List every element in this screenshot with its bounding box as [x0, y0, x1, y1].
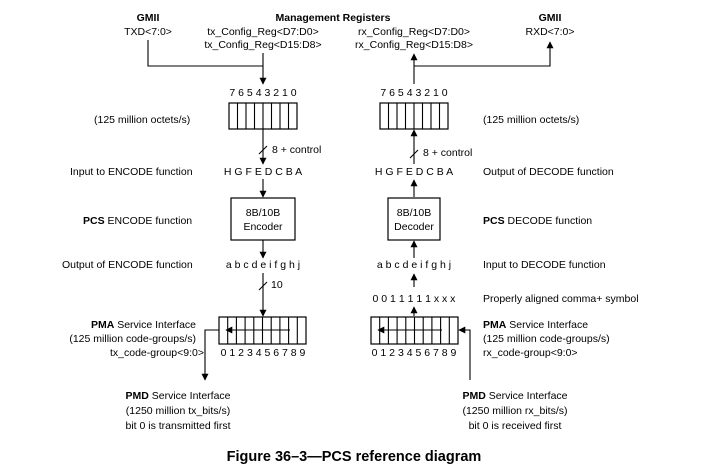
- tx-pmd-output-arrow: [201, 329, 219, 381]
- management-registers-title: Management Registers: [276, 12, 391, 24]
- tx-encode-input-label: Input to ENCODE function: [70, 166, 193, 178]
- rx-decode-output-label: Output of DECODE function: [483, 166, 614, 178]
- rx-config-reg-low: rx_Config_Reg<D7:D0>: [358, 26, 470, 38]
- tx-pmd-label: PMD Service Interface: [125, 390, 230, 402]
- rx-pcs-decode-label: PCS DECODE function: [483, 215, 592, 227]
- tx-code-width: 10: [271, 279, 283, 291]
- tx-gmii-label: GMII: [137, 12, 160, 24]
- rx-decode-input-label: Input to DECODE function: [483, 259, 606, 271]
- tx-pmd-rate: (1250 million tx_bits/s): [126, 405, 230, 417]
- rx-output-letters: H G F E D C B A: [375, 166, 453, 178]
- tx-bus-width: 8 + control: [272, 144, 321, 156]
- tx-pma-label: PMA Service Interface: [91, 319, 196, 331]
- tx-input-letters: H G F E D C B A: [224, 166, 302, 178]
- tx-octet-rate: (125 million octets/s): [94, 114, 190, 126]
- rx-config-reg-high: rx_Config_Reg<D15:D8>: [355, 39, 473, 51]
- tx-code-digits: 0 1 2 3 4 5 6 7 8 9: [221, 347, 306, 359]
- tx-pcs-encode-label: PCS ENCODE function: [83, 215, 192, 227]
- rx-bus-slash: [409, 149, 419, 159]
- rx-to-gmii-arrow: [414, 41, 554, 67]
- decoder-label-line2: Decoder: [394, 221, 434, 233]
- rx-octet-rate: (125 million octets/s): [483, 114, 579, 126]
- encoder-box: [230, 197, 296, 241]
- tx-pma-rate: (125 million code-groups/s): [69, 333, 196, 345]
- comma-bit-pattern: 0 0 1 1 1 1 1 x x x: [373, 293, 457, 305]
- tx-code-group-register: [218, 316, 307, 345]
- tx-config-reg-low: tx_Config_Reg<D7:D0>: [207, 26, 319, 38]
- tx-config-reg-high: tx_Config_Reg<D15:D8>: [204, 39, 321, 51]
- decoder-label-line1: 8B/10B: [397, 207, 431, 219]
- encoder-label-line1: 8B/10B: [246, 207, 280, 219]
- decoder-box: [387, 197, 441, 241]
- tx-pma-signal: tx_code-group<9:0>: [110, 347, 204, 359]
- txd-merge-line: [147, 40, 263, 67]
- encoder-label-line2: Encoder: [243, 221, 283, 233]
- tx-code-bus-slash: [258, 281, 268, 291]
- rx-gmii-label: GMII: [539, 12, 562, 24]
- rx-pmd-input-arrow: [458, 326, 471, 380]
- txd-signal-label: TXD<7:0>: [124, 26, 172, 38]
- tx-bit-numbers: 7 6 5 4 3 2 1 0: [229, 87, 296, 99]
- tx-bus-slash: [258, 145, 268, 155]
- rx-bit-numbers: 7 6 5 4 3 2 1 0: [380, 87, 447, 99]
- rx-pma-rate: (125 million code-groups/s): [483, 333, 610, 345]
- tx-code-letters: a b c d e i f g h j: [226, 259, 300, 271]
- rx-pmd-rate: (1250 million rx_bits/s): [462, 405, 567, 417]
- figure-caption: Figure 36–3—PCS reference diagram: [227, 449, 482, 465]
- rxd-signal-label: RXD<7:0>: [525, 26, 574, 38]
- rx-octet-register: [379, 102, 449, 130]
- tx-octet-register: [228, 102, 298, 130]
- rx-code-group-register: [370, 316, 459, 345]
- rx-code-letters: a b c d e i f g h j: [377, 259, 451, 271]
- comma-symbol-label: Properly aligned comma+ symbol: [483, 293, 639, 305]
- rx-pmd-note: bit 0 is received first: [469, 420, 562, 432]
- rx-code-digits: 0 1 2 3 4 5 6 7 8 9: [372, 347, 457, 359]
- rx-bus-width: 8 + control: [423, 147, 472, 159]
- rx-pma-signal: rx_code-group<9:0>: [483, 347, 578, 359]
- rx-pmd-label: PMD Service Interface: [462, 390, 567, 402]
- rx-pma-label: PMA Service Interface: [483, 319, 588, 331]
- tx-encode-output-label: Output of ENCODE function: [62, 259, 193, 271]
- tx-pmd-note: bit 0 is transmitted first: [125, 420, 230, 432]
